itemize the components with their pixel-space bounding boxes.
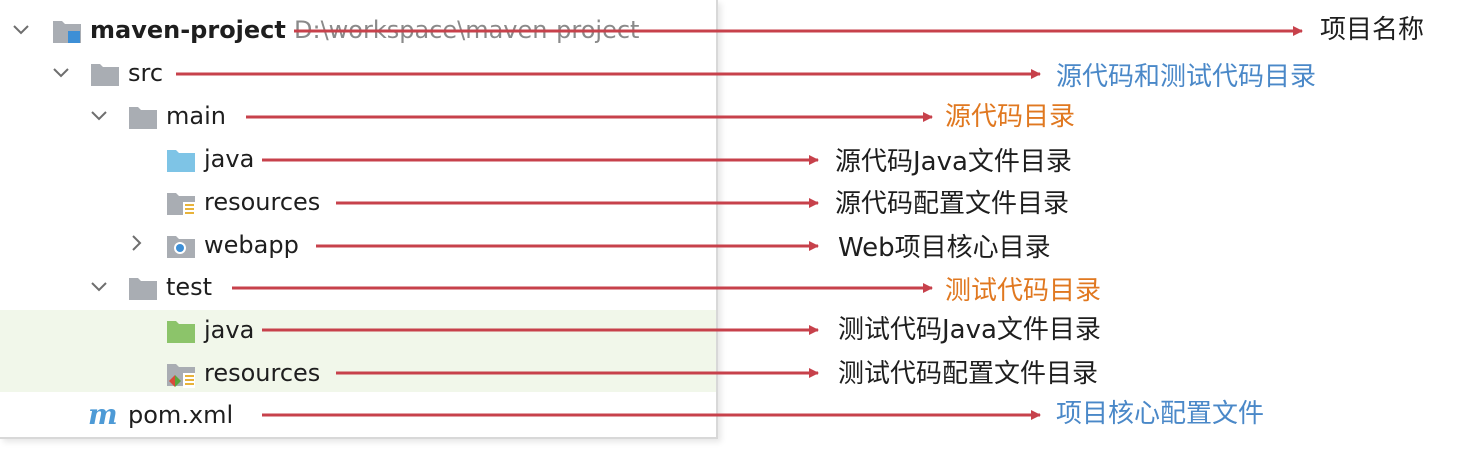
chevron-right-icon[interactable]: [128, 234, 146, 252]
source-root-folder-icon: [166, 147, 196, 172]
resources-root-folder-icon: [166, 190, 196, 217]
maven-m-letter: m: [88, 398, 118, 431]
chevron-down-icon[interactable]: [52, 64, 70, 82]
main-java-label: java: [204, 145, 255, 173]
module-folder-icon: [52, 18, 82, 43]
test-resources-label: resources: [204, 359, 321, 387]
src-label: src: [128, 59, 164, 87]
test-resources-root-folder-icon: [166, 361, 196, 388]
test-java-label: java: [204, 316, 255, 344]
main-resources-label: resources: [204, 188, 321, 216]
chevron-down-icon[interactable]: [90, 107, 108, 125]
chevron-down-icon[interactable]: [90, 278, 108, 296]
annotation-main-java: 源代码Java文件目录: [835, 147, 1072, 177]
web-folder-icon: [166, 233, 196, 258]
annotation-main-resources: 源代码配置文件目录: [835, 189, 1070, 219]
annotation-main-dir: 源代码目录: [945, 102, 1076, 132]
annotation-test-resources: 测试代码配置文件目录: [838, 359, 1099, 389]
root-label: maven-project: [90, 16, 286, 44]
annotation-src-dirs: 源代码和测试代码目录: [1056, 62, 1317, 92]
test-source-root-folder-icon: [166, 318, 196, 343]
webapp-label: webapp: [204, 231, 299, 259]
chevron-down-icon[interactable]: [12, 21, 30, 39]
annotation-pom: 项目核心配置文件: [1056, 399, 1265, 429]
folder-icon: [128, 275, 158, 300]
folder-icon: [90, 61, 120, 86]
test-label: test: [166, 273, 213, 301]
main-label: main: [166, 102, 226, 130]
annotation-test-java: 测试代码Java文件目录: [838, 315, 1101, 345]
annotation-test-dir: 测试代码目录: [945, 276, 1102, 306]
pom-label: pom.xml: [128, 401, 234, 429]
annotation-webapp: Web项目核心目录: [838, 233, 1051, 263]
maven-m-icon: m: [88, 401, 118, 429]
annotation-project-name: 项目名称: [1320, 15, 1425, 45]
folder-icon: [128, 104, 158, 129]
test-source-highlight: [0, 310, 716, 392]
